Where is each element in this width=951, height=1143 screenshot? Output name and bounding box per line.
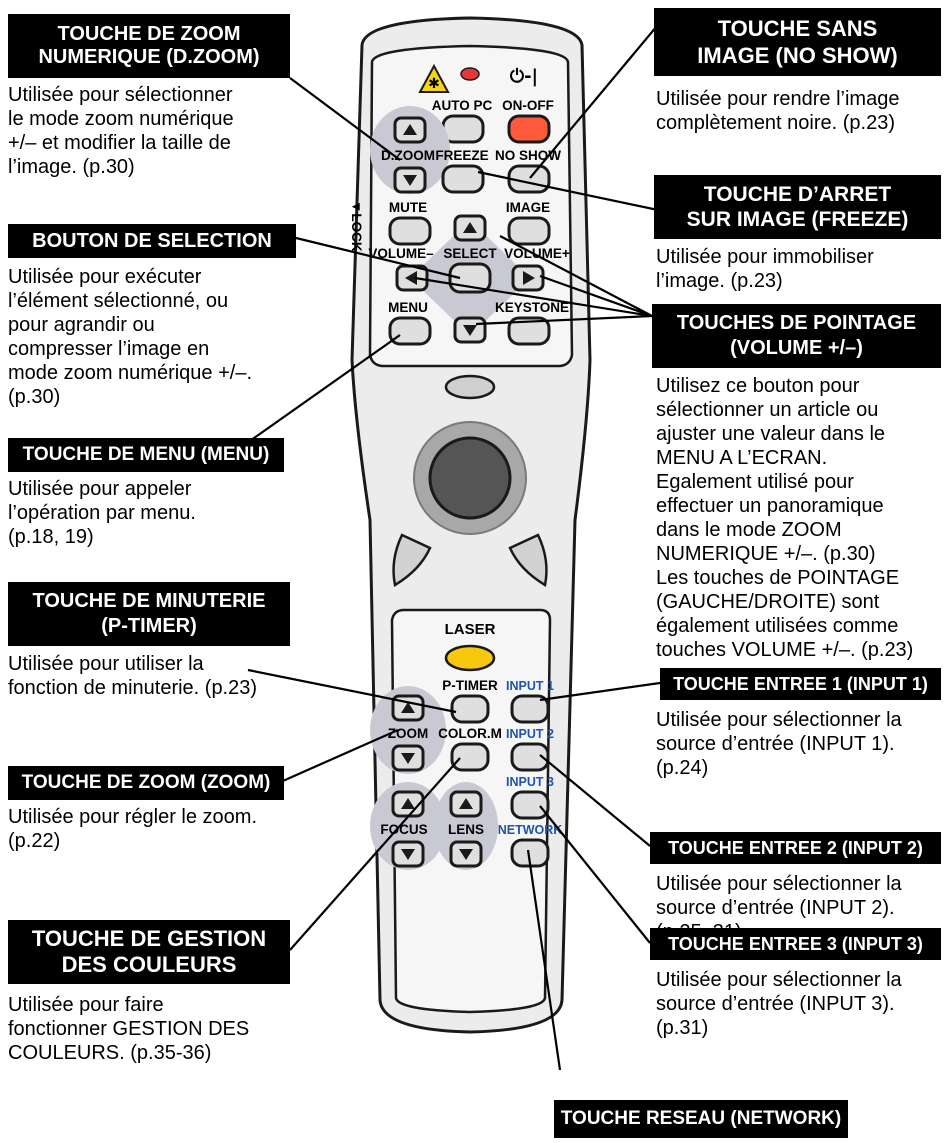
left-click-button[interactable] bbox=[392, 533, 432, 587]
label-zoom: TOUCHE DE ZOOM (ZOOM) bbox=[8, 766, 284, 800]
menu-label: MENU bbox=[388, 300, 428, 315]
right-wing-button[interactable] bbox=[508, 533, 548, 587]
input3-button[interactable] bbox=[510, 790, 550, 820]
auto-pc-button[interactable] bbox=[441, 114, 485, 144]
desc-pointer: Utilisez ce bouton pour sélectionner un … bbox=[656, 375, 914, 661]
desc-menu: Utilisée pour appeler l’opération par me… bbox=[8, 478, 196, 548]
label-freeze: TOUCHE D’ARRET SUR IMAGE (FREEZE) bbox=[654, 175, 941, 239]
network-button[interactable] bbox=[510, 838, 550, 868]
power-symbol: ⏻-| bbox=[510, 66, 538, 87]
input1-label: INPUT 1 bbox=[506, 679, 554, 693]
volume-minus-label: VOLUME– bbox=[368, 246, 434, 261]
desc-ptimer: Utilisée pour utiliser la fonction de mi… bbox=[8, 653, 258, 699]
input1-button[interactable] bbox=[510, 694, 550, 724]
keystone-button[interactable] bbox=[507, 316, 551, 346]
network-label: NETWORK bbox=[498, 823, 563, 837]
menu-button[interactable] bbox=[388, 316, 432, 346]
label-network: TOUCHE RESEAU (NETWORK) bbox=[554, 1100, 848, 1138]
on-off-button[interactable] bbox=[507, 114, 551, 144]
label-menu: TOUCHE DE MENU (MENU) bbox=[8, 438, 284, 472]
freeze-button[interactable] bbox=[441, 164, 485, 194]
input3-label: INPUT 3 bbox=[506, 775, 554, 789]
auto-pc-label: AUTO PC bbox=[432, 98, 493, 113]
desc-input3: Utilisée pour sélectionner la source d’e… bbox=[656, 969, 902, 1039]
label-colorm: TOUCHE DE GESTION DES COULEURS bbox=[8, 920, 290, 984]
desc-input1: Utilisée pour sélectionner la source d’e… bbox=[656, 709, 902, 779]
lens-label: LENS bbox=[448, 822, 484, 837]
desc-select: Utilisée pour exécuter l’élément sélecti… bbox=[8, 266, 253, 408]
focus-label: FOCUS bbox=[380, 822, 427, 837]
no-show-label: NO SHOW bbox=[495, 148, 561, 163]
mute-button[interactable] bbox=[388, 216, 432, 246]
svg-text:✱: ✱ bbox=[428, 76, 440, 92]
label-noshow: TOUCHE SANS IMAGE (NO SHOW) bbox=[654, 8, 941, 76]
keystone-label: KEYSTONE bbox=[495, 300, 569, 315]
input2-button[interactable] bbox=[510, 742, 550, 772]
label-pointer: TOUCHES DE POINTAGE (VOLUME +/–) bbox=[652, 304, 941, 368]
p-timer-label: P-TIMER bbox=[442, 678, 498, 693]
joystick-button[interactable] bbox=[428, 436, 512, 520]
right-click-button[interactable] bbox=[444, 374, 496, 400]
image-button[interactable] bbox=[507, 216, 551, 246]
desc-zoom: Utilisée pour régler le zoom. (p.22) bbox=[8, 806, 257, 852]
laser-warning-icon bbox=[418, 63, 450, 93]
led-indicator bbox=[460, 67, 480, 81]
color-m-label: COLOR.M bbox=[438, 726, 502, 741]
label-ptimer: TOUCHE DE MINUTERIE (P-TIMER) bbox=[8, 582, 290, 646]
label-input1: TOUCHE ENTREE 1 (INPUT 1) bbox=[660, 668, 941, 700]
mute-label: MUTE bbox=[389, 200, 427, 215]
label-select: BOUTON DE SELECTION bbox=[8, 224, 296, 258]
select-label: SELECT bbox=[443, 246, 497, 261]
p-timer-button[interactable] bbox=[450, 694, 490, 724]
input2-label: INPUT 2 bbox=[506, 727, 554, 741]
image-label: IMAGE bbox=[506, 200, 550, 215]
label-input3: TOUCHE ENTREE 3 (INPUT 3) bbox=[650, 928, 941, 960]
color-m-button[interactable] bbox=[450, 742, 490, 772]
label-input2: TOUCHE ENTREE 2 (INPUT 2) bbox=[650, 832, 941, 864]
desc-noshow: Utilisée pour rendre l’image complètemen… bbox=[656, 88, 900, 134]
desc-colorm: Utilisée pour faire fonctionner GESTION … bbox=[8, 994, 250, 1064]
label-dzoom: TOUCHE DE ZOOM NUMERIQUE (D.ZOOM) bbox=[8, 14, 290, 78]
select-button[interactable] bbox=[448, 262, 492, 294]
laser-label: LASER bbox=[445, 621, 496, 638]
zoom-label: ZOOM bbox=[388, 726, 429, 741]
no-show-button[interactable] bbox=[507, 164, 551, 194]
desc-freeze: Utilisée pour immobiliser l’image. (p.23… bbox=[656, 246, 874, 292]
laser-button[interactable] bbox=[444, 644, 496, 672]
dzoom-label: D.ZOOM bbox=[381, 148, 435, 163]
volume-plus-label: VOLUME+ bbox=[504, 246, 570, 261]
freeze-label: FREEZE bbox=[435, 148, 488, 163]
desc-dzoom: Utilisée pour sélectionner le mode zoom … bbox=[8, 84, 234, 178]
on-off-label: ON-OFF bbox=[502, 98, 554, 113]
lock-label: ▼LOCK bbox=[349, 200, 364, 252]
